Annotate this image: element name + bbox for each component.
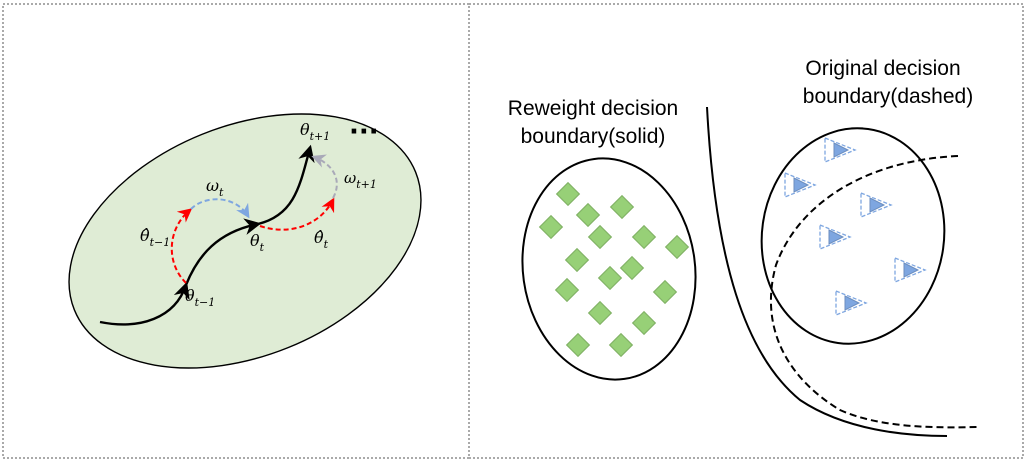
label-omega-t-plus-1: ωt+1 [344, 169, 377, 191]
reweight-decision-boundary [706, 106, 948, 437]
blue-triangle [784, 172, 817, 198]
green-diamond [564, 247, 590, 273]
green-diamond [587, 300, 613, 326]
green-diamond [555, 181, 581, 207]
trajectory-segment-3 [257, 144, 315, 226]
green-diamond [538, 214, 564, 240]
omega-next-arrow [311, 154, 338, 199]
reweight-arrow-1 [170, 208, 193, 284]
reweight-boundary-label-line1: Reweight decision [508, 97, 678, 120]
green-diamond [608, 332, 634, 358]
trajectory-segment-2 [184, 218, 262, 286]
blue-triangle [824, 137, 857, 163]
green-diamond [597, 265, 623, 291]
green-diamond [631, 310, 657, 336]
parameter-region [68, 113, 422, 369]
green-diamond [631, 224, 657, 250]
label-theta-hat-t-minus-1: θ̂t−1 [140, 226, 170, 249]
blue-cluster-ellipse [760, 127, 946, 345]
reweight-arrow-2 [259, 197, 335, 231]
label-theta-hat-t: θ̂t [314, 228, 329, 251]
green-diamond [575, 202, 601, 228]
blue-triangle [894, 257, 927, 283]
right-panel-frame [468, 3, 1024, 459]
original-boundary-label-line1: Original decision [805, 57, 960, 80]
green-diamond [619, 255, 645, 281]
green-diamond [609, 194, 635, 220]
green-diamond [652, 279, 678, 305]
label-theta-t-minus-1: θt−1 [185, 286, 215, 309]
label-omega-t: ωt [206, 176, 224, 199]
label-theta-t: θt [250, 231, 265, 254]
blue-triangle [860, 192, 893, 218]
green-diamond [554, 277, 580, 303]
green-diamond [664, 234, 690, 260]
green-cluster-ellipse [521, 157, 697, 381]
ellipsis-dots: ··· [349, 117, 379, 147]
trajectory-segment-1 [99, 281, 190, 326]
blue-triangle [819, 224, 852, 250]
reweight-boundary-label-line2: boundary(solid) [521, 125, 666, 148]
omega-arrow [190, 198, 250, 219]
original-decision-boundary [770, 155, 979, 429]
original-boundary-label-line2: boundary(dashed) [803, 85, 973, 108]
blue-triangles [784, 137, 927, 316]
green-diamond [587, 224, 613, 250]
green-diamonds [538, 181, 690, 358]
green-diamond [565, 332, 591, 358]
label-theta-t-plus-1: θt+1 [300, 120, 330, 143]
blue-triangle [835, 290, 868, 316]
